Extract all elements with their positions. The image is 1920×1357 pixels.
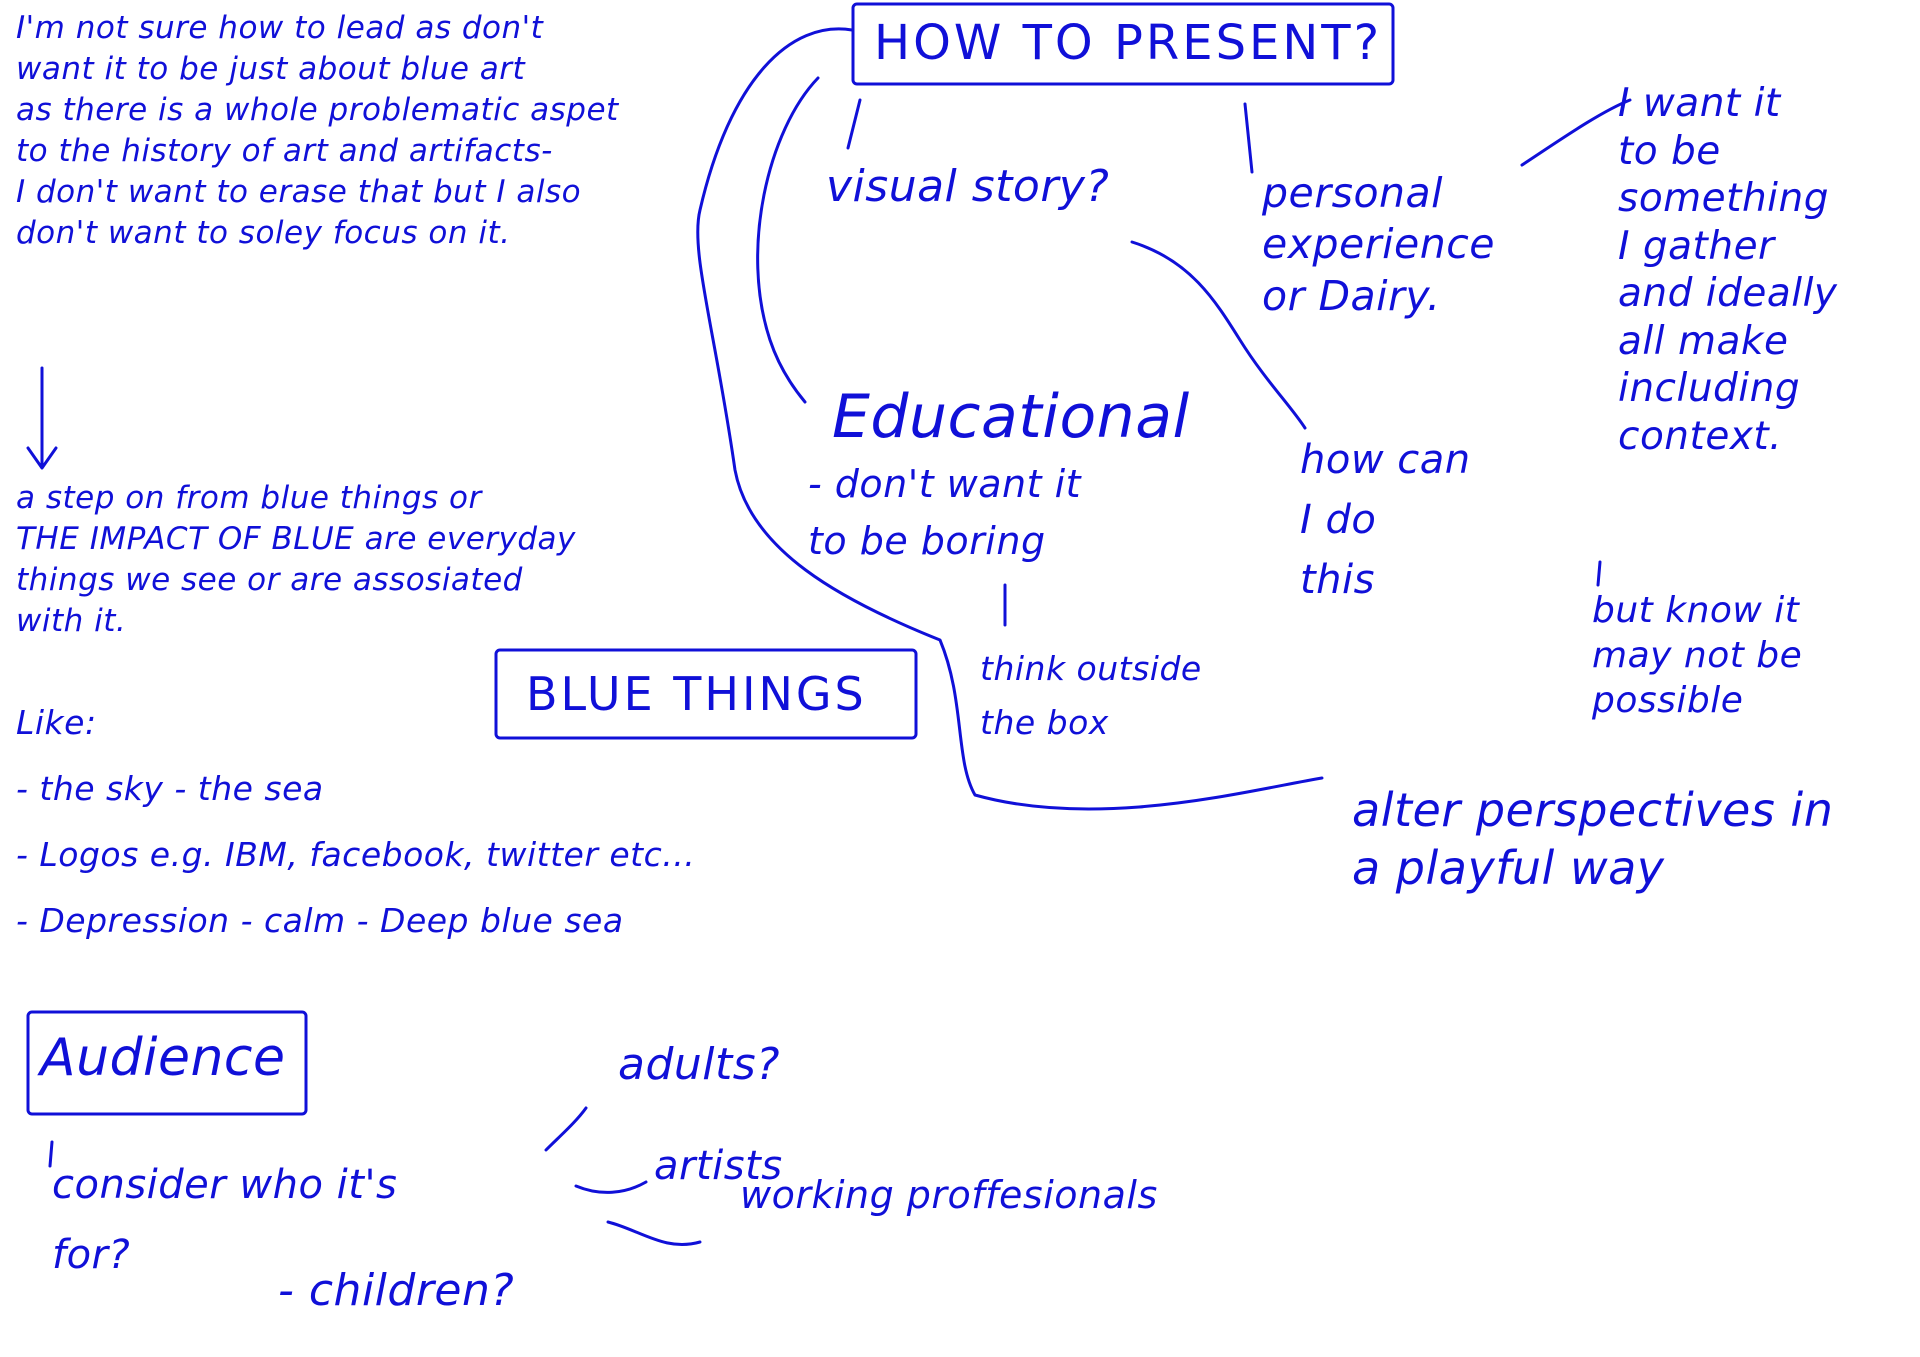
alter-perspectives-note: alter perspectives in a playful way	[1352, 783, 1834, 895]
children-label: - children?	[278, 1265, 515, 1316]
how-can-note: how can I do this	[1300, 437, 1471, 603]
adults-label: adults?	[618, 1039, 781, 1090]
adults-branch	[544, 1106, 588, 1152]
personal-note: personal experience or Dairy.	[1262, 169, 1495, 320]
down-arrow-head	[26, 446, 58, 470]
dont-want-boring-note: - don't want it to be boring	[808, 462, 1082, 563]
visual-story-note: visual story?	[826, 161, 1110, 212]
personal-tick	[1243, 102, 1254, 174]
intro-note: I'm not sure how to lead as don't want i…	[16, 10, 619, 251]
like-list: Like: - the sky - the sea - Logos e.g. I…	[16, 703, 696, 940]
artists-branch	[574, 1180, 648, 1194]
think-outside-note: think outside the box	[980, 649, 1202, 743]
consider-note: consider who it's for?	[52, 1162, 398, 1278]
step-on-note: a step on from blue things or THE IMPACT…	[16, 480, 576, 639]
working-professionals-label: working proffesionals	[740, 1173, 1158, 1217]
educational-heading: Educational	[832, 382, 1190, 452]
personal-link	[1520, 98, 1632, 167]
visual-story-tick	[846, 98, 862, 150]
blue-things-label: BLUE THINGS	[526, 667, 867, 721]
but-know-note: but know it may not be possible	[1592, 590, 1803, 721]
audience-heading: Audience	[40, 1028, 286, 1088]
how-to-present-title: HOW TO PRESENT?	[874, 15, 1383, 71]
but-know-tick	[1596, 560, 1602, 587]
artists-label: artists	[654, 1143, 783, 1189]
bracket-curve-inner	[756, 76, 820, 404]
working-branch	[606, 1220, 702, 1247]
i-want-note: I want it to be something I gather and i…	[1618, 81, 1838, 460]
